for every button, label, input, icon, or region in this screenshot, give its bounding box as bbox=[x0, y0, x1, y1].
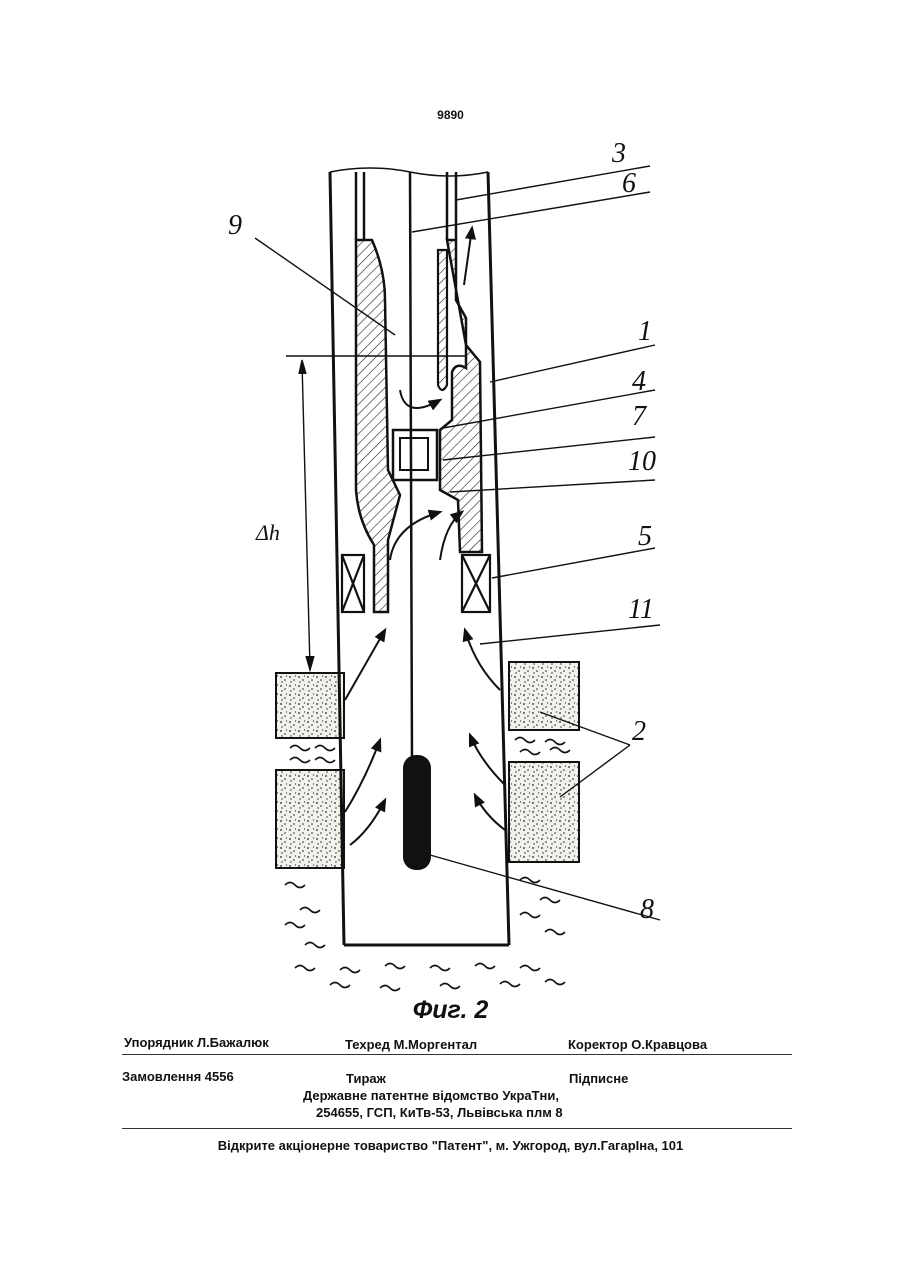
tubing bbox=[356, 172, 456, 240]
label-10: 10 bbox=[628, 446, 656, 477]
label-11: 11 bbox=[628, 594, 654, 625]
sleeve-right bbox=[438, 250, 447, 390]
weight bbox=[403, 755, 431, 870]
label-8: 8 bbox=[640, 894, 654, 925]
compiler-credit: Упорядник Л.Бажалюк bbox=[124, 1035, 269, 1050]
label-6: 6 bbox=[622, 168, 636, 199]
subscription: Підписне bbox=[569, 1071, 628, 1086]
printer-line: Відкрите акціонерне товариство "Патент",… bbox=[0, 1138, 901, 1153]
order-number: Замовлення 4556 bbox=[122, 1069, 234, 1084]
label-1: 1 bbox=[638, 316, 652, 347]
figure-caption: Фиг. 2 bbox=[0, 996, 901, 1025]
label-9: 9 bbox=[228, 210, 242, 241]
label-4: 4 bbox=[632, 366, 646, 397]
proofreader-credit: Коректор О.Кравцова bbox=[568, 1037, 707, 1052]
tech-editor-credit: Техред М.Моргентал bbox=[345, 1037, 477, 1052]
packer bbox=[342, 555, 490, 612]
well-diagram: 3 6 9 1 4 7 10 5 11 2 8 Δh bbox=[0, 0, 901, 1000]
circulation: Тираж bbox=[346, 1071, 386, 1086]
footer-rule-top bbox=[122, 1054, 792, 1055]
label-dh: Δh bbox=[255, 520, 280, 545]
label-7: 7 bbox=[632, 401, 647, 432]
label-3: 3 bbox=[611, 138, 626, 169]
footer-rule-bottom bbox=[122, 1128, 792, 1129]
publisher-line-1: Державне патентне відомство УкраТни, bbox=[303, 1088, 559, 1103]
valve-seat bbox=[400, 438, 428, 470]
label-5: 5 bbox=[638, 521, 652, 552]
cable bbox=[410, 172, 412, 762]
publisher-line-2: 254655, ГСП, КиТв-53, Львівська плм 8 bbox=[316, 1105, 563, 1120]
label-2: 2 bbox=[632, 716, 646, 747]
